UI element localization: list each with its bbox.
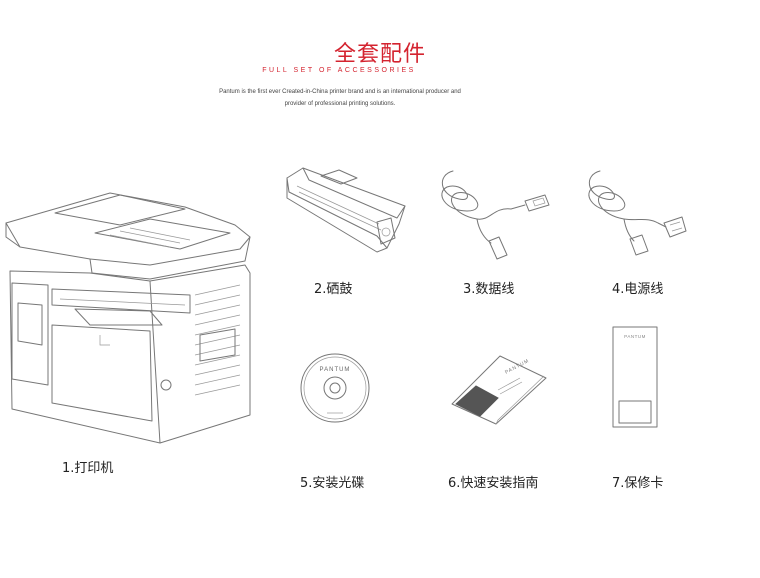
warranty-card-icon: PANTUM	[612, 326, 658, 428]
page-subtitle: FULL SET OF ACCESSORIES	[262, 67, 416, 74]
item-label-printer: 1.打印机	[62, 461, 114, 476]
item-label-cd: 5.安装光碟	[300, 476, 365, 491]
printer-icon	[5, 192, 251, 444]
cd-brand-text: PANTUM	[320, 367, 351, 373]
card-brand-text: PANTUM	[624, 334, 646, 339]
page-description: Pantum is the first ever Created-in-Chin…	[150, 86, 530, 110]
page-title: 全套配件	[333, 42, 426, 67]
guide-cover-block	[455, 385, 499, 417]
guide-brand-text: PANTUM	[504, 358, 530, 376]
power-cable-icon	[588, 170, 687, 256]
item-label-warranty-card: 7.保修卡	[612, 476, 664, 491]
usb-cable-icon	[441, 170, 550, 260]
quick-guide-icon: PANTUM	[451, 355, 547, 425]
toner-cartridge-icon	[286, 167, 406, 253]
description-line-2: provider of professional printing soluti…	[284, 101, 396, 107]
item-label-quick-guide: 6.快速安装指南	[448, 476, 539, 491]
item-label-power-cable: 4.电源线	[612, 282, 664, 297]
item-label-usb-cable: 3.数据线	[463, 282, 515, 297]
installation-cd-icon: PANTUM	[300, 353, 370, 423]
item-label-toner: 2.硒鼓	[314, 282, 353, 297]
description-line-1: Pantum is the first ever Created-in-Chin…	[219, 89, 461, 95]
